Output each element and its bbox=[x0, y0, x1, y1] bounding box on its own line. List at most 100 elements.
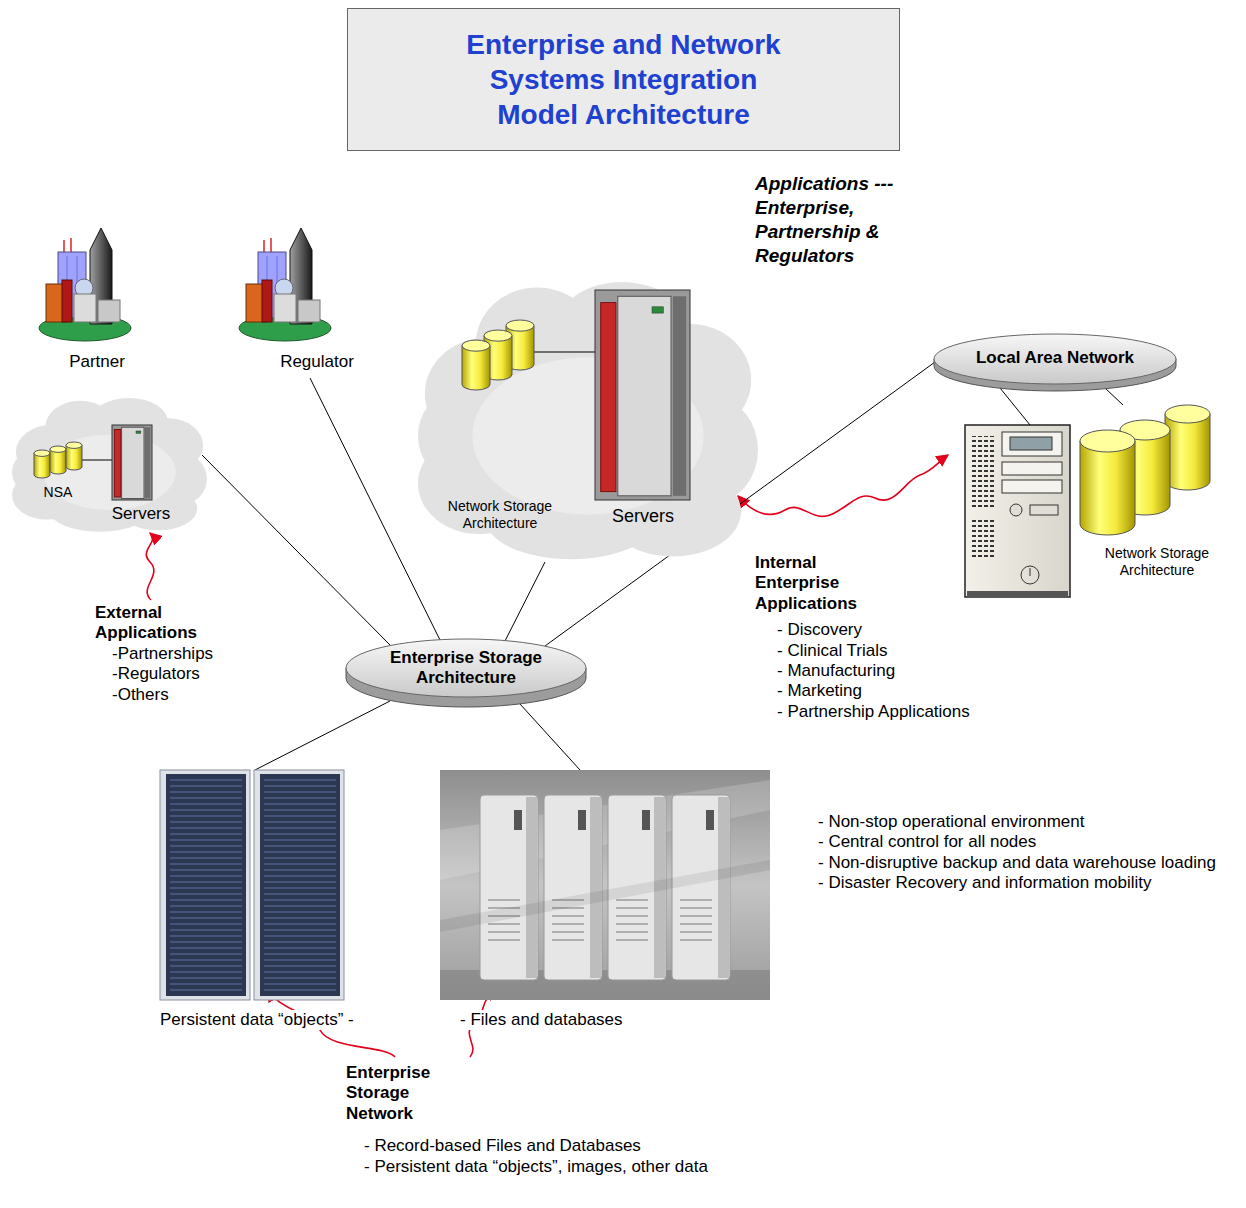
rack-rib bbox=[264, 947, 336, 949]
rack-rib bbox=[264, 845, 336, 847]
rack-rib bbox=[264, 965, 336, 967]
server-led bbox=[136, 431, 141, 433]
rack-rib bbox=[264, 959, 336, 961]
storage-rack-cabinet bbox=[254, 770, 344, 1000]
rack-rib bbox=[170, 881, 242, 883]
storage-cabinet bbox=[544, 795, 602, 980]
storage-caption: Persistent data “objects” - bbox=[160, 1010, 354, 1030]
regulator-building-icon: Regulator bbox=[235, 228, 385, 378]
pointer-squiggle bbox=[738, 455, 948, 516]
storage-caption: - Files and databases bbox=[460, 1010, 623, 1030]
cabinet-slit bbox=[616, 940, 648, 941]
rack-rib bbox=[264, 953, 336, 955]
rack-rib bbox=[264, 797, 336, 799]
network-label: Local Area Network bbox=[955, 348, 1155, 368]
partner-building-icon: Partner bbox=[35, 228, 165, 378]
connector-line bbox=[310, 378, 440, 640]
rack-rib bbox=[264, 809, 336, 811]
cabinet-side bbox=[526, 797, 537, 978]
rack-rib bbox=[170, 971, 242, 973]
connector-line bbox=[255, 701, 390, 770]
feature-item: - Central control for all nodes bbox=[818, 832, 1036, 852]
rack-rib bbox=[170, 935, 242, 937]
rack-rib bbox=[170, 785, 242, 787]
cabinet-slit bbox=[552, 916, 584, 917]
storage-cylinder bbox=[1080, 430, 1135, 535]
storage-cylinder bbox=[50, 446, 66, 474]
rack-rib bbox=[264, 857, 336, 859]
cabinet-slit bbox=[488, 900, 520, 901]
storage-cylinder bbox=[34, 450, 50, 478]
list-item: -Regulators bbox=[112, 664, 200, 684]
connector-line bbox=[1105, 388, 1123, 405]
title-text: Enterprise and Network Systems Integrati… bbox=[454, 27, 794, 132]
cylinder-top bbox=[34, 450, 50, 456]
feature-item: - Non-disruptive backup and data warehou… bbox=[818, 853, 1216, 873]
cabinet-slit bbox=[488, 924, 520, 925]
storage-link bbox=[534, 352, 595, 353]
node-illustration bbox=[12, 398, 207, 533]
rack-rib bbox=[170, 875, 242, 877]
rack-rib bbox=[170, 899, 242, 901]
cylinder-top bbox=[506, 320, 534, 331]
cylinder-top bbox=[66, 442, 82, 448]
cabinet-side bbox=[590, 797, 601, 978]
section-heading: Internal Enterprise Applications bbox=[755, 553, 875, 614]
cabinet-slit bbox=[680, 916, 712, 917]
rack-rib bbox=[170, 809, 242, 811]
list-item: -Partnerships bbox=[112, 644, 213, 664]
rack-rib bbox=[264, 791, 336, 793]
rack-rib bbox=[170, 893, 242, 895]
rack-rib bbox=[170, 791, 242, 793]
rack-rib bbox=[264, 983, 336, 985]
rack-front bbox=[260, 774, 340, 996]
storage-cabinet bbox=[480, 795, 538, 980]
rack-rib bbox=[264, 869, 336, 871]
cabinet-front bbox=[480, 795, 538, 980]
storage-cabinet bbox=[672, 795, 730, 980]
cabinet-slit bbox=[680, 940, 712, 941]
power-button bbox=[1021, 566, 1039, 584]
rack-frame bbox=[254, 770, 344, 1000]
shadow-stripe bbox=[440, 860, 770, 932]
rack-rib bbox=[170, 887, 242, 889]
rack-rib bbox=[170, 983, 242, 985]
cabinet-slit bbox=[680, 908, 712, 909]
cabinet-slit bbox=[552, 932, 584, 933]
cabinet-slit bbox=[616, 900, 648, 901]
rack-rib bbox=[264, 779, 336, 781]
rack-rib bbox=[264, 989, 336, 991]
tower-vent bbox=[972, 520, 996, 560]
storage-cylinder bbox=[1165, 405, 1210, 490]
label-group: Internal Enterprise Applications- Discov… bbox=[755, 553, 1015, 722]
rack-rib bbox=[170, 953, 242, 955]
server-led bbox=[652, 307, 663, 313]
storage-label: Network Storage Architecture bbox=[440, 498, 560, 532]
storage-cabinets: - Files and databases bbox=[440, 770, 770, 1035]
icon-label: Regulator bbox=[255, 352, 379, 372]
rack-rib bbox=[264, 923, 336, 925]
rack-rib bbox=[264, 899, 336, 901]
tower-display bbox=[1010, 437, 1052, 450]
rack-rib bbox=[170, 779, 242, 781]
disk-top bbox=[934, 334, 1176, 384]
rack-rib bbox=[264, 911, 336, 913]
node-illustration bbox=[160, 770, 375, 1035]
cabinet-slit bbox=[552, 924, 584, 925]
drive-bay bbox=[1002, 432, 1062, 456]
pointer-squiggle bbox=[146, 533, 154, 600]
rack-rib bbox=[264, 905, 336, 907]
server-front bbox=[618, 296, 671, 496]
cabinet-front bbox=[672, 795, 730, 980]
rack-rib bbox=[170, 977, 242, 979]
label-group: Enterprise Storage Network- Record-based… bbox=[346, 1063, 766, 1177]
office-buildings bbox=[39, 228, 131, 341]
cabinet-slit bbox=[616, 924, 648, 925]
cabinet-window bbox=[578, 810, 586, 830]
label-group: External Applications-Partnerships-Regul… bbox=[95, 603, 295, 705]
rack-rib bbox=[264, 929, 336, 931]
network-link bbox=[1000, 388, 1030, 425]
low-block bbox=[98, 300, 120, 322]
rack-frame bbox=[160, 770, 250, 1000]
